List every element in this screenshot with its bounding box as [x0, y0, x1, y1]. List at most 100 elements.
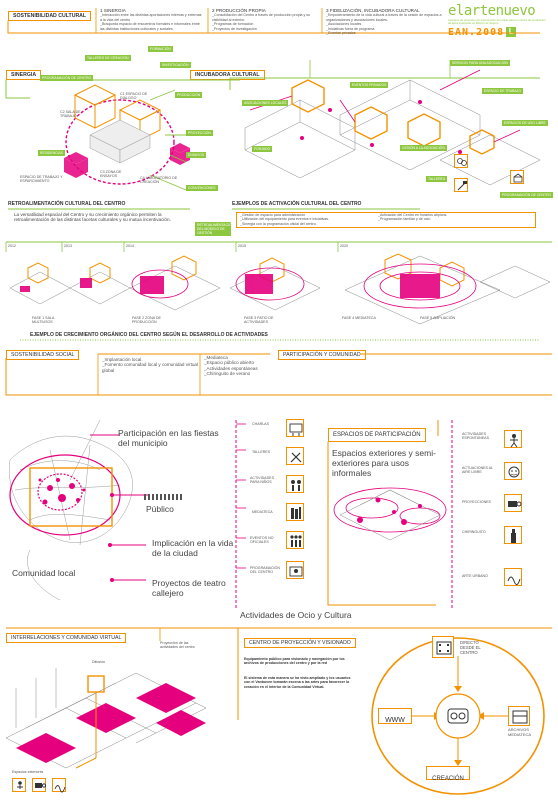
top-col-2: 2 PRODUCCIÓN PROPIA _Consolidación del C…	[212, 8, 318, 31]
proyeccion-label: CENTRO DE PROYECCIÓN Y VISIONADO	[244, 638, 356, 648]
top-col-2-title: 2 PRODUCCIÓN PROPIA	[212, 8, 266, 13]
archivos-label: ARCHIVOS MEDIATECA	[508, 727, 532, 737]
proyeccion-p2: El sistema de esta manera se ha visto am…	[244, 676, 351, 689]
growth-diagram	[5, 241, 552, 325]
growth-note: FASE 5 AMPLIACIÓN	[420, 316, 456, 320]
incubadora-tag: ASOCIACIONES LOCALES	[242, 100, 289, 106]
top-col-1-line: _Interacción entre las distintas aportac…	[100, 13, 202, 22]
top-col-3-line: _Asociaciones locales	[326, 22, 362, 27]
sinergia-tag: RESIDENCIAS	[38, 150, 65, 156]
creacion-box: CREACIÓN	[426, 766, 470, 782]
screening-icon	[32, 778, 47, 792]
top-col-2-line: _Consolidación del Centro a través de pr…	[212, 13, 311, 22]
sost-social-item: _Implantación local.	[102, 357, 143, 362]
icon-theatre-mask	[454, 154, 468, 168]
activacion-item: _Gestión de espacio para administración	[240, 213, 306, 217]
people-icon	[286, 531, 304, 549]
archive-icon	[512, 710, 528, 724]
incubadora-tag: SERVICIO PARA UNA ASOCIACIÓN	[450, 60, 510, 66]
activacion-left: _Gestión de espacio para administración …	[240, 213, 370, 226]
espacios-item-label: ACTIVIDADES ESPONTÁNEAS	[462, 432, 489, 441]
sinergia-tag: ENSAYOS	[186, 152, 207, 158]
ocio-item-label: ACTIVIDADES PARA NIÑOS	[250, 476, 274, 485]
espacios-item-label: CHIRINGUITO	[462, 530, 486, 534]
sinergia-tag: INVESTIGACIÓN	[160, 62, 191, 68]
brand-code-box: L	[506, 27, 517, 38]
sinergia-note: ESPACIO DE TRABAJO Y ESPARCIMIENTO	[20, 175, 63, 184]
ocio-item-label: EVENTOS NO OFICIALES	[250, 536, 274, 545]
growth-note: FASE 2 ZONA DE PRODUCCIÓN	[132, 316, 161, 325]
creacion-label: CREACIÓN	[432, 776, 464, 782]
participacion-item: _Espacio público abierto	[204, 360, 255, 366]
archivos-box	[508, 706, 530, 726]
participacion-label: PARTICIPACIÓN Y COMUNIDAD	[278, 350, 366, 360]
top-col-1-line: _Búsqueda espacio de encuentros formales…	[100, 22, 200, 31]
projector-icon	[504, 494, 522, 512]
growth-year: 2020	[340, 244, 348, 248]
brand-block: elartenuevo concurso de proyecto con int…	[448, 4, 554, 44]
top-col-2-line: _Proyectos de investigación	[212, 26, 257, 31]
participacion-items: _Mediateca _Espacio público abierto _Act…	[204, 355, 274, 377]
growth-year: 2015	[238, 244, 246, 248]
icon-stage	[510, 170, 524, 184]
activacion-title: EJEMPLOS DE ACTIVACIÓN CULTURAL DEL CENT…	[232, 201, 362, 207]
retro-text: La versatilidad espacial del Centro y su…	[14, 212, 171, 223]
sost-social-items: _Implantación local. _Fomento comunidad …	[102, 357, 198, 373]
top-col-3-line: _Iniciativas fuera de programa	[326, 26, 375, 31]
participacion-item: _Actividades espontáneas	[204, 365, 258, 371]
chalkboard-icon	[286, 419, 304, 437]
activacion-item: _Activación del Centro en horarios atípi…	[378, 213, 448, 217]
top-col-3-line: _Eventos privados	[326, 31, 356, 36]
participacion-item: _Mediateca	[204, 355, 228, 360]
ocio-bracket	[235, 420, 246, 608]
tools-icon	[286, 447, 304, 465]
icon-hammer	[454, 178, 468, 192]
growth-note: FASE 3 PATIO DE ACTIVIDADES	[244, 316, 274, 325]
sinergia-note: C1 ESPACIO DE DIÁLOGO	[120, 92, 148, 101]
theater-stage-icon	[286, 561, 304, 579]
children-icon	[286, 475, 304, 493]
incubadora-tag: FORJADO	[252, 146, 273, 152]
growth-year: 2014	[126, 244, 134, 248]
brand-code: EAN.2008	[448, 26, 505, 38]
top-col-1-title: 1 SINERGIA	[100, 8, 126, 13]
virtual-label: INTERRELACIONES Y COMUNIDAD VIRTUAL	[6, 633, 127, 643]
growth-title-rule	[20, 339, 540, 341]
top-col-2-line: _Programas de formación	[212, 22, 254, 27]
sinergia-tag: PROYECCIÓN	[186, 130, 213, 136]
sinergia-diagram	[5, 60, 541, 191]
street-art-icon	[52, 778, 66, 793]
activacion-box	[236, 212, 536, 228]
sinergia-tag: TALLERES DE CREACIÓN	[85, 55, 131, 61]
ocio-item-label: CHARLAS	[252, 422, 269, 426]
growth-note: FASE 1 SALA MULTIUSOS	[32, 316, 55, 325]
retro-tag: RETROALIMENTACIÓN DEL MODELO DE GESTIÓN	[195, 222, 235, 236]
directo-box	[432, 636, 454, 658]
activacion-item: _Sinergia con la programación oficial de…	[240, 221, 317, 226]
spontaneous-activity-icon	[504, 430, 522, 448]
ocio-item-label: MEDIATECA	[252, 510, 273, 514]
participacion-item: _Chiringuito de verano	[204, 371, 251, 377]
projection-circle	[371, 637, 545, 795]
espacios-item-label: ACTUACIONES AL AIRE LIBRE	[462, 466, 494, 475]
film-icon	[436, 641, 452, 655]
incubadora-tag: EVENTOS PRIVADOS	[350, 82, 389, 88]
books-icon	[286, 503, 304, 521]
espacios-frame	[327, 420, 453, 608]
participacion-fiestas: Participación en las fiestas del municip…	[118, 428, 219, 448]
performance-icon	[12, 778, 26, 792]
espacios-item-label: PROYECCIONES	[462, 500, 491, 504]
sinergia-tag: CONVENCIONES	[186, 185, 218, 191]
directo-label: DIRECTO DESDE EL CENTRO	[460, 640, 481, 655]
ocio-item-label: PROGRAMACIÓN DEL CENTRO	[250, 566, 280, 575]
sost-social-item: _Fomento comunidad local y comunidad vir…	[102, 362, 199, 373]
top-col-3: 3 FIDELIZACIÓN, INCUBADORA CULTURAL _Emp…	[326, 8, 442, 35]
growth-year: 2012	[8, 244, 16, 248]
top-col-1: 1 SINERGIA _Interacción entre las distin…	[100, 8, 204, 31]
activacion-right: _Activación del Centro en horarios atípi…	[378, 213, 528, 222]
sinergia-tag: PROGRAMACIÓN DE CENTRO	[40, 75, 94, 81]
ocio-caption: Actividades de Ocio y Cultura	[240, 610, 352, 620]
social-connector	[5, 353, 552, 396]
espacios-label: ESPACIOS DE PARTICIPACIÓN	[328, 428, 426, 442]
brand-title: elartenuevo	[448, 3, 536, 19]
